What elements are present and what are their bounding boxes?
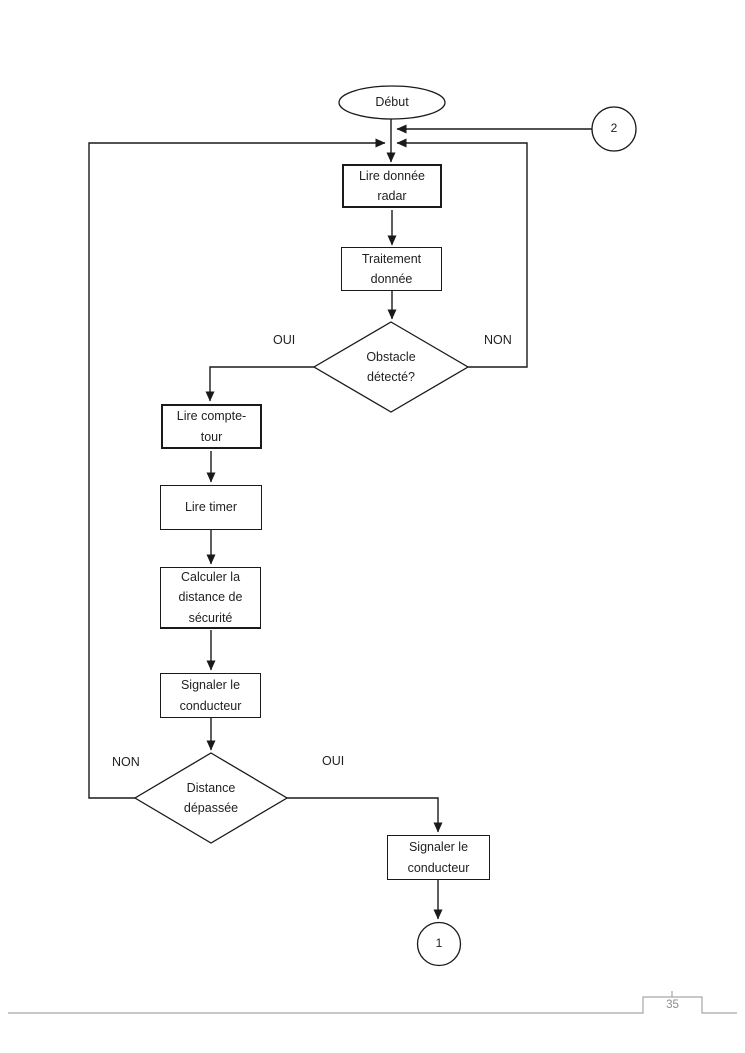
start-terminator-label: Début: [375, 95, 409, 110]
connector-2-label: 2: [610, 121, 618, 136]
process-lire-donnee-radar: Lire donnée radar: [342, 164, 442, 208]
connector-2-circle: [591, 106, 637, 152]
edge-distance-oui-to-signaler2: [287, 797, 443, 833]
branch-obstacle-non-label: NON: [484, 333, 512, 347]
decision-obstacle-diamond: [312, 321, 470, 413]
edge-obstacle-non-loop: [396, 138, 528, 368]
footer-rule: [8, 996, 737, 1014]
decision-distance-label: Distance dépassée: [183, 780, 239, 815]
edge-distance-non-loop: [88, 138, 386, 799]
connector-1-circle: [416, 921, 462, 967]
process-signaler-conducteur-droite: Signaler le conducteur: [387, 835, 490, 880]
process-signaler-conducteur-gauche: Signaler le conducteur: [160, 673, 261, 718]
edge-obstacle-oui-to-compte-tour: [205, 366, 314, 402]
decision-obstacle-label: Obstacle détecté?: [366, 349, 416, 384]
branch-distance-oui-label: OUI: [322, 754, 345, 768]
process-calculer-distance: Calculer la distance de sécurité: [160, 567, 261, 629]
connector-1-label: 1: [435, 936, 443, 951]
decision-distance-diamond: [133, 752, 289, 844]
process-lire-timer: Lire timer: [160, 485, 262, 530]
branch-distance-non-label: NON: [112, 755, 140, 769]
branch-obstacle-oui-label: OUI: [273, 333, 296, 347]
process-lire-compte-tour: Lire compte- tour: [161, 404, 262, 449]
page-number: 35: [666, 999, 679, 1011]
process-traitement-donnee: Traitement donnée: [341, 247, 442, 291]
start-terminator-ellipse: [338, 85, 446, 120]
